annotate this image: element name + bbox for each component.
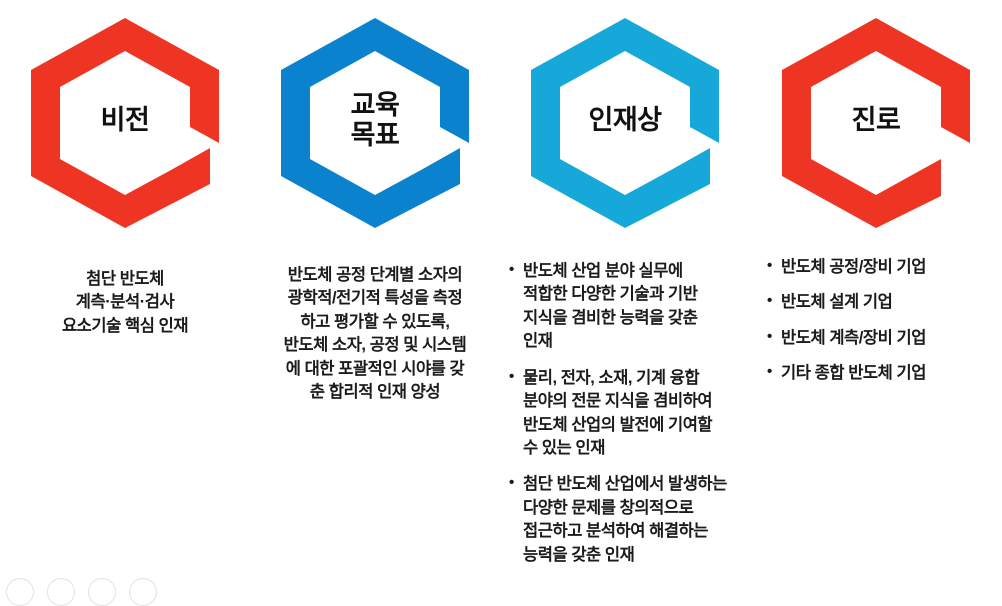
hexagon-badge-talent-profile: 인재상 [500, 0, 750, 240]
list-item: 물리, 전자, 소재, 기계 융합 분야의 전문 지식을 겸비하여 반도체 산업… [508, 366, 752, 461]
hexagon-badge-career-path: 진로 [751, 0, 1001, 240]
list-item: 반도체 산업 분야 실무에 적합한 다양한 기술과 기반 지식을 겸비한 능력을… [508, 259, 752, 354]
hexagon-ring-icon [31, 18, 219, 228]
talent-profile-bullet-list: 반도체 산업 분야 실무에 적합한 다양한 기술과 기반 지식을 겸비한 능력을… [508, 259, 752, 567]
column-vision: 비전 첨단 반도체 계측·분석·검사 요소기술 핵심 인재 [0, 0, 250, 590]
career-path-bullet-list: 반도체 공정/장비 기업 반도체 설계 기업 반도체 계측/장비 기업 기타 종… [766, 255, 1002, 386]
hexagon-badge-education-goal: 교육 목표 [250, 0, 500, 240]
list-item: 반도체 공정/장비 기업 [766, 255, 1002, 279]
list-item: 기타 종합 반도체 기업 [766, 361, 1002, 385]
infographic-board: 비전 첨단 반도체 계측·분석·검사 요소기술 핵심 인재 교육 목표 반도체 … [0, 0, 1002, 590]
hexagon-ring-icon [281, 18, 469, 228]
education-goal-description: 반도체 공정 단계별 소자의 광학적/전기적 특성을 측정 하고 평가할 수 있… [283, 266, 467, 402]
hexagon-ring-icon [782, 18, 970, 228]
list-item: 반도체 설계 기업 [766, 290, 1002, 314]
list-item: 반도체 계측/장비 기업 [766, 326, 1002, 350]
column-talent-profile: 인재상 반도체 산업 분야 실무에 적합한 다양한 기술과 기반 지식을 겸비한… [500, 0, 750, 590]
hexagon-ring-icon [531, 18, 719, 228]
vision-description: 첨단 반도체 계측·분석·검사 요소기술 핵심 인재 [61, 270, 189, 335]
list-item: 첨단 반도체 산업에서 발생하는 다양한 문제를 창의적으로 접근하고 분석하여… [508, 472, 752, 567]
hexagon-badge-vision: 비전 [0, 0, 250, 240]
column-career-path: 진로 반도체 공정/장비 기업 반도체 설계 기업 반도체 계측/장비 기업 기… [750, 0, 1002, 590]
column-education-goal: 교육 목표 반도체 공정 단계별 소자의 광학적/전기적 특성을 측정 하고 평… [250, 0, 500, 590]
